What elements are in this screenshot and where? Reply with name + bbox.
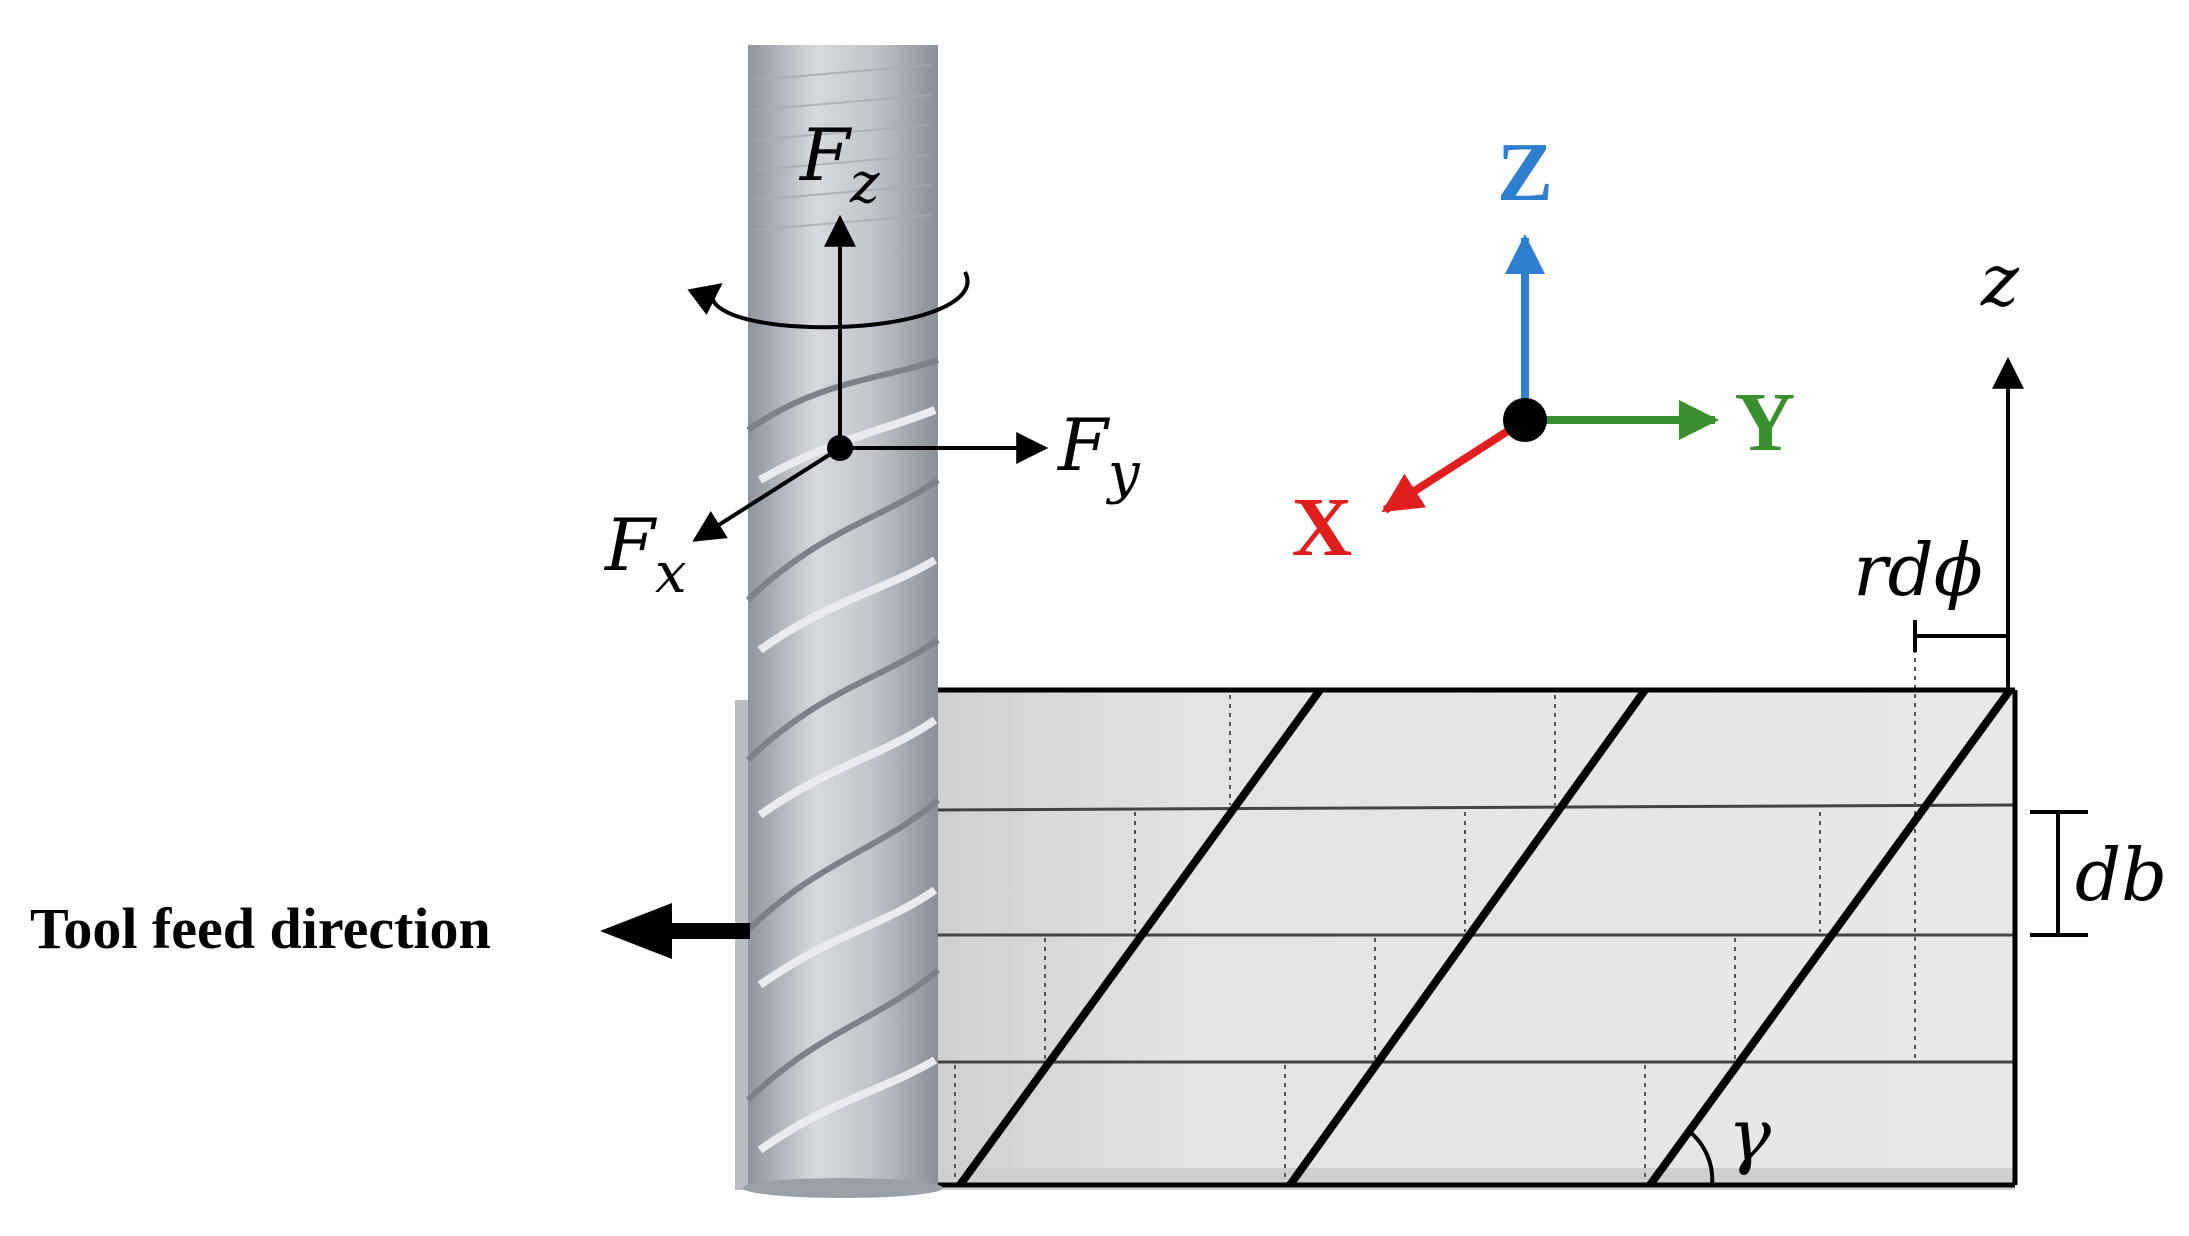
global-z-label: Z — [1497, 126, 1553, 219]
feed-arrow-icon — [600, 903, 750, 959]
force-origin-dot — [827, 435, 853, 461]
tool-flutes-body — [748, 360, 938, 1190]
rdphi-label: rdϕ — [1853, 528, 1983, 612]
gamma-label: γ — [1728, 1093, 1772, 1177]
global-y-label: Y — [1735, 376, 1796, 469]
db-dimension — [2030, 810, 2088, 937]
fx-vector — [692, 446, 842, 542]
global-axes: Z Y X — [1292, 126, 1796, 574]
local-z-label: z — [1980, 238, 2020, 322]
helical-flutes — [745, 357, 940, 1103]
fy-label: Fy — [1056, 403, 1141, 506]
end-mill-tool — [735, 45, 943, 1198]
rotation-arrow-icon — [687, 271, 970, 330]
global-x-axis — [1381, 416, 1528, 514]
feed-direction-label: Tool feed direction — [30, 896, 491, 961]
rdphi-dimension — [1913, 620, 2008, 652]
block-face — [930, 690, 2015, 1185]
force-vectors — [692, 214, 1049, 542]
global-x-label: X — [1292, 481, 1353, 574]
element-dotted-lines — [954, 640, 1916, 1180]
helical-flute-highlights — [757, 406, 938, 1154]
global-origin-dot — [1503, 398, 1547, 442]
tool-shank — [748, 45, 938, 360]
fx-label: Fx — [603, 503, 687, 606]
tool-tip — [743, 1178, 943, 1198]
block-outline — [870, 687, 2018, 1188]
shank-texture — [754, 64, 931, 231]
workpiece-block — [870, 640, 2018, 1190]
fz-label: Fz — [798, 113, 880, 216]
cutting-edges — [956, 690, 2014, 1185]
helix-angle-arc — [1688, 1130, 1715, 1186]
db-label: db — [2075, 833, 2167, 917]
